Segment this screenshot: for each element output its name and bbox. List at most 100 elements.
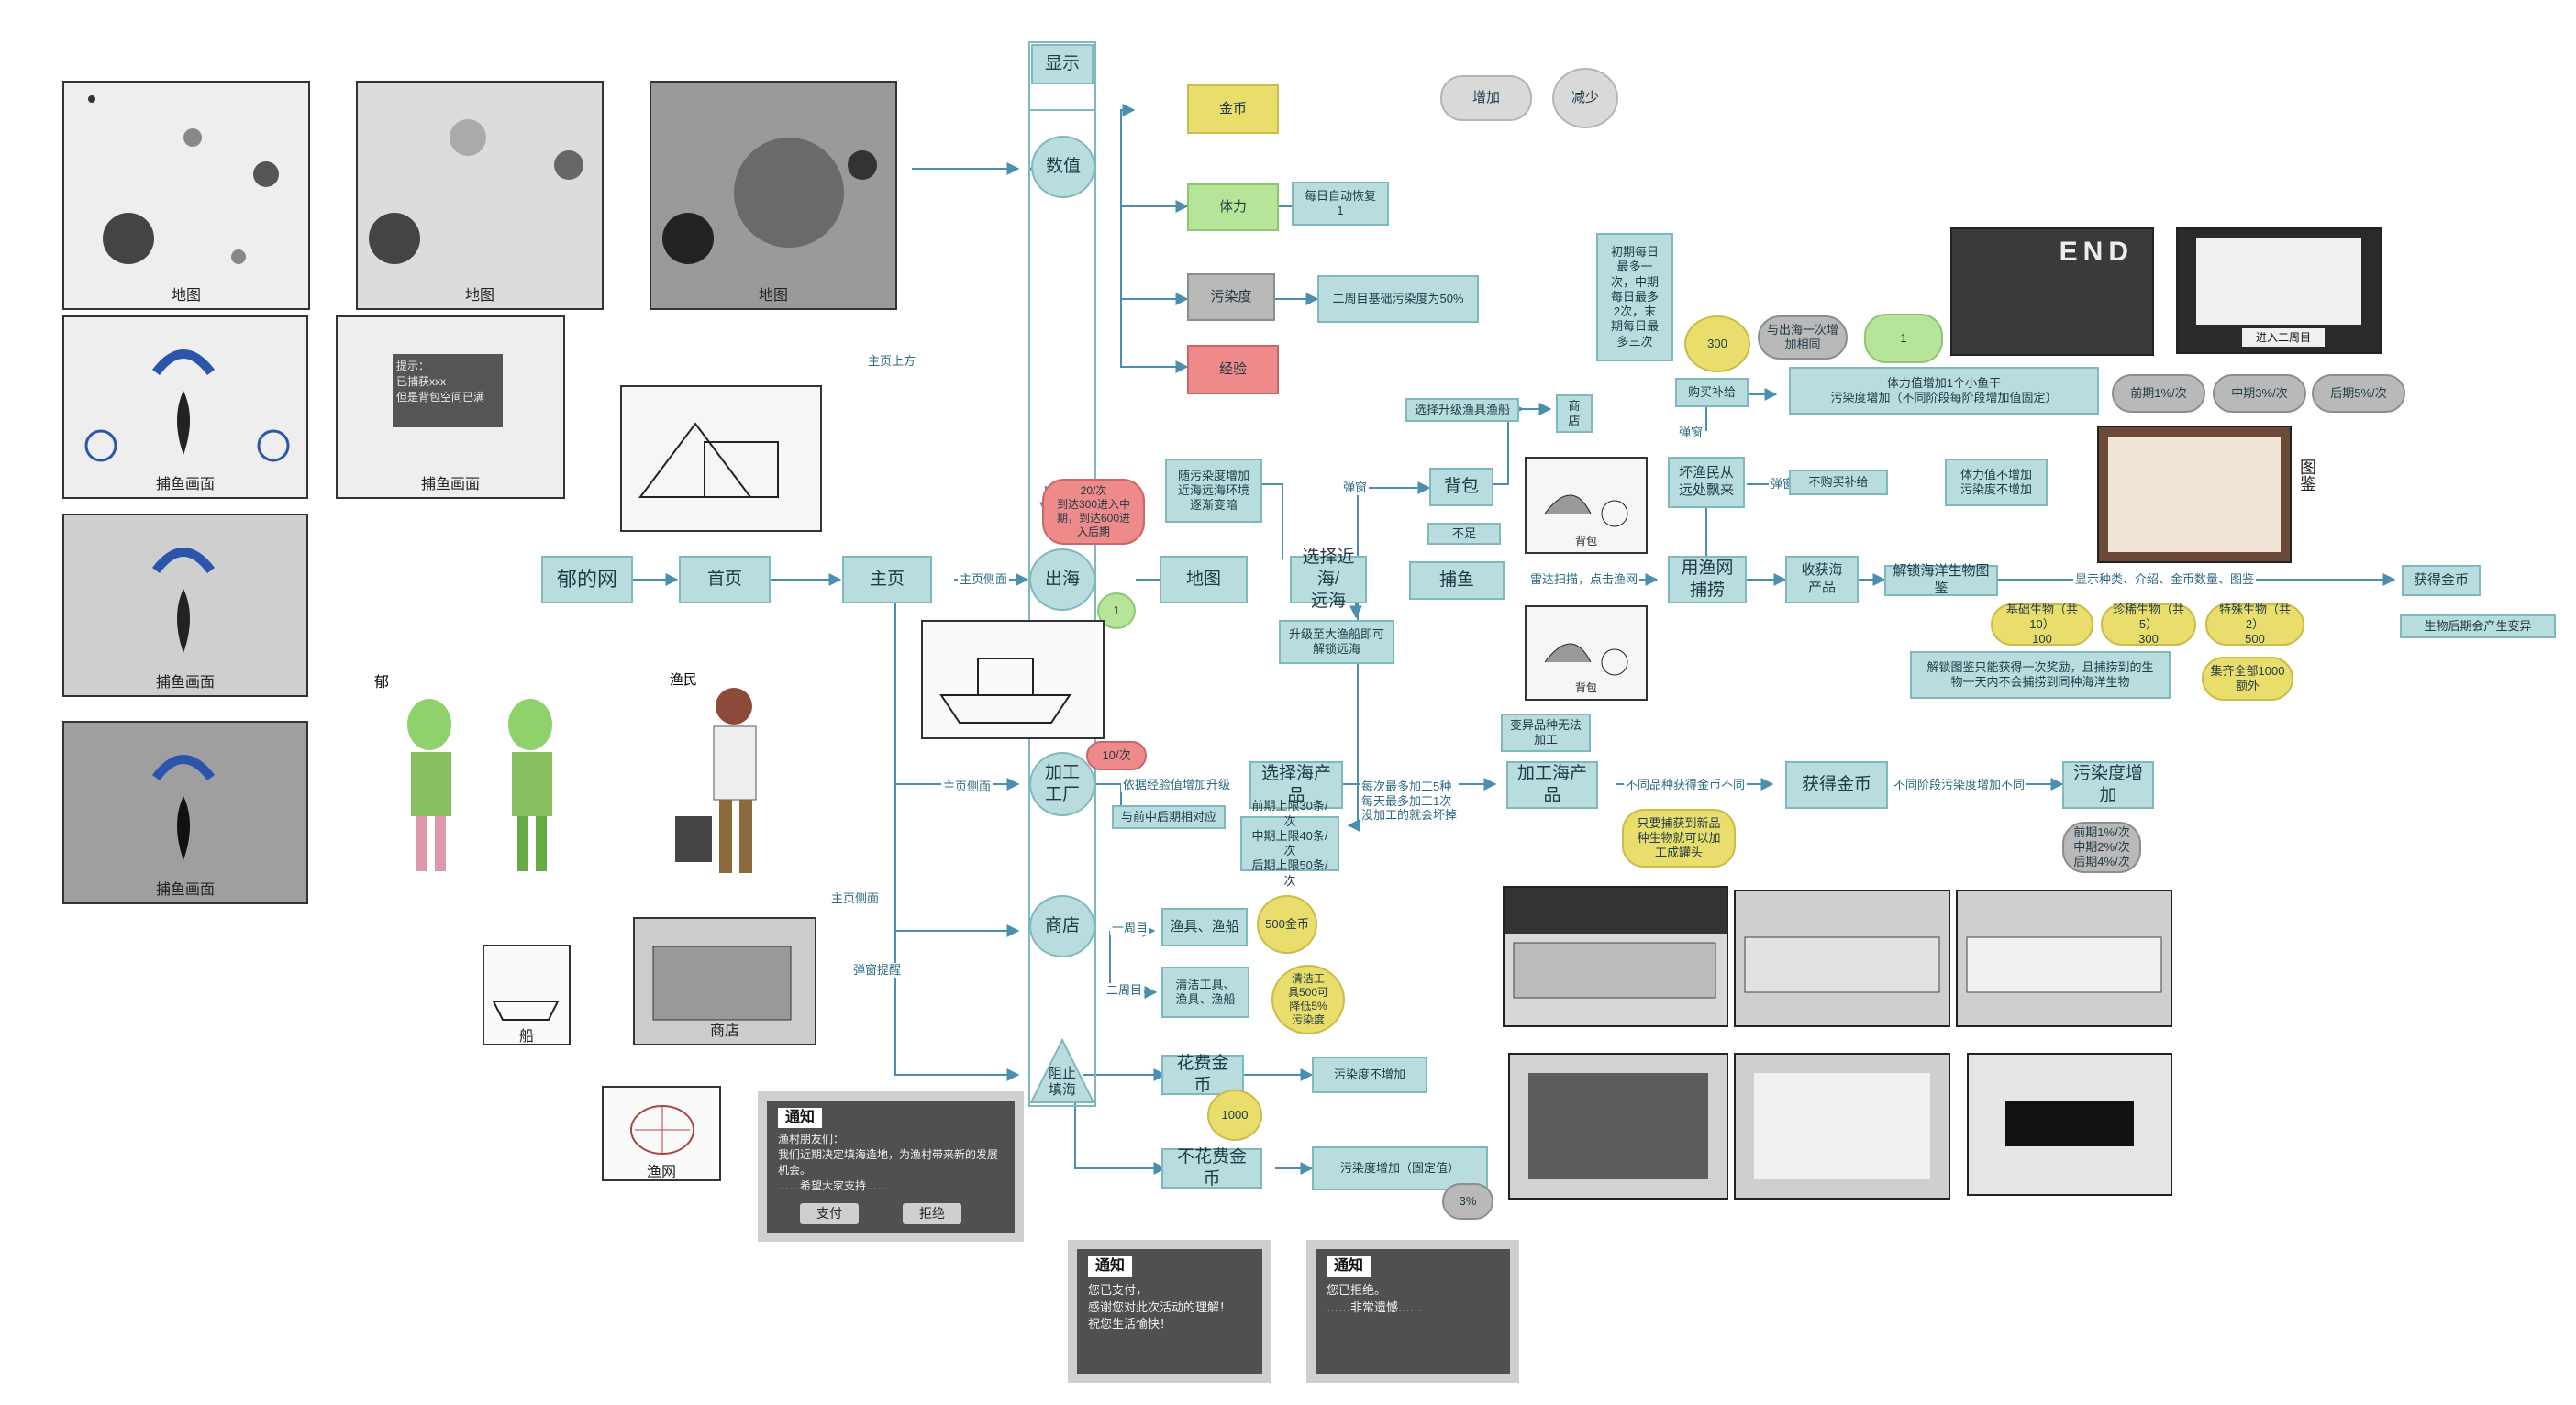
- node-chuqi: 初期每日 最多一 次，中期 每日最多 2次，末 期每日最 多三次: [1596, 233, 1673, 361]
- node-tese: 特殊生物（共2） 500: [2205, 603, 2304, 646]
- node-qzh: 前期1%/次 中期2%/次 后期4%/次: [2062, 822, 2141, 873]
- node-yuchuhai: 与出海一次增 加相同: [1758, 315, 1848, 360]
- node-shici: 10/次: [1086, 741, 1147, 770]
- notice-refused: 通知 您已拒绝。 ……非常遗憾……: [1306, 1240, 1519, 1383]
- label-tanchuang2: 弹窗: [1341, 481, 1370, 495]
- second-round-button[interactable]: 进入二周目: [2242, 328, 2325, 347]
- map-caption: 地图: [758, 288, 788, 304]
- node-qingjie: 清洁工具、 渔具、渔船: [1161, 967, 1249, 1018]
- node-zuzhi: 阻止 填海: [1048, 1066, 1076, 1098]
- boat-icon: [939, 658, 1071, 724]
- node-sanpct: 3%: [1442, 1183, 1493, 1220]
- node-shuzhi: 数值: [1031, 136, 1095, 198]
- fisherman-icon: [675, 688, 757, 873]
- label-butong: 不同品种获得金币不同: [1624, 778, 1748, 792]
- character-yumin: 渔民: [670, 669, 798, 890]
- second-round-screen: 进入二周目: [2176, 227, 2382, 354]
- node-huafei: 花费金币: [1161, 1054, 1244, 1095]
- map-sketch-2: 地图: [356, 81, 604, 310]
- node-zhuye: 主页: [842, 556, 932, 603]
- node-qingjiegj: 清洁工 具500可 降低5% 污染度: [1271, 965, 1345, 1034]
- map-icon: [369, 119, 583, 264]
- node-yuju: 渔具、渔船: [1161, 908, 1248, 946]
- label-yiju: 依据经验值增加升级: [1121, 778, 1233, 792]
- node-huode: 获得金币: [2402, 565, 2481, 596]
- label-zhuyeshang: 主页上方: [866, 354, 918, 369]
- notice-paid: 通知 您已支付， 感谢您对此次活动的理解！ 祝您生活愉快！: [1068, 1240, 1271, 1383]
- map-icon: [662, 138, 877, 264]
- tujian-book: [2097, 426, 2292, 563]
- map-sketch-3: 地图: [650, 81, 897, 310]
- factory-dialog-2: [1734, 1053, 1950, 1200]
- node-goumai: 购买补给: [1675, 378, 1749, 407]
- node-tilibu: 体力值不增加 污染度不增加: [1945, 459, 2048, 506]
- node-tiliz: 体力值增加1个小鱼干 污染度增加（不同阶段每阶段增加值固定）: [1789, 367, 2099, 415]
- fishing-sketch-2: 提示： 已捕获xxx 但是背包空间已满 捕鱼画面: [336, 315, 565, 499]
- label-yizhou: 一周目: [1110, 921, 1150, 935]
- legend-add: 增加: [1440, 75, 1532, 121]
- dialog-panel: [1754, 1073, 1930, 1179]
- node-wuranzjia: 污染度增加（固定值）: [1312, 1146, 1488, 1190]
- character-yumin-label: 渔民: [670, 672, 698, 688]
- bag-sketch: [620, 385, 822, 532]
- boat-icon: [84, 349, 290, 462]
- node-xuanzesj: 选择升级渔具渔船: [1405, 398, 1519, 422]
- refuse-button[interactable]: 拒绝: [903, 1202, 961, 1225]
- node-zhenxi: 珍稀生物（共5） 300: [2101, 603, 2196, 646]
- creature-icon: [1544, 494, 1628, 527]
- node-wangwang: 郁的网: [541, 556, 633, 603]
- node-xuanze: 选择近海/ 远海: [1290, 548, 1367, 611]
- node-jingyan: 经验: [1187, 345, 1279, 394]
- node-beibao: 背包: [1429, 468, 1493, 506]
- node-jiagong: 加工 工厂: [1029, 752, 1095, 816]
- node-bugou: 不购买补给: [1789, 470, 1888, 495]
- node-huodejb: 获得金币: [1785, 761, 1888, 809]
- node-tujian: 解锁海洋生物图鉴: [1884, 563, 1998, 596]
- legend-reduce: 减少: [1552, 68, 1618, 128]
- node-zuzhi-shape: 阻止 填海: [1029, 1037, 1095, 1104]
- node-houqi5: 后期5%/次: [2312, 374, 2405, 413]
- map-caption: 地图: [171, 288, 201, 304]
- backpack-caption: 背包: [1574, 681, 1597, 694]
- letter-paper: [2196, 238, 2361, 325]
- node-buhuafei: 不花费金币: [1161, 1147, 1262, 1189]
- factory-scene-2: [1734, 890, 1950, 1027]
- label-zhuyece: 主页侧面: [958, 572, 1010, 587]
- node-wubai: 500金币: [1257, 895, 1317, 954]
- character-yu-label: 郁: [374, 675, 390, 691]
- boat-icon: [152, 755, 215, 860]
- net-caption: 渔网: [646, 1165, 676, 1180]
- end-screen: END: [1950, 227, 2154, 356]
- node-huaiyumin: 坏渔民从 远处飘来: [1668, 457, 1745, 508]
- notice-body: 您已拒绝。 ……非常遗憾……: [1327, 1283, 1423, 1314]
- factory-icon: [1966, 936, 2162, 993]
- node-xuanzehai: 选择海产 品: [1249, 761, 1343, 809]
- node-jiagonghai: 加工海产 品: [1506, 761, 1598, 809]
- character-icon: [407, 699, 552, 871]
- fishing-sketch-1: 捕鱼画面: [62, 315, 308, 499]
- boat-sketch: 船: [483, 945, 571, 1045]
- node-erzhou: 二周目基础污染度为50%: [1317, 275, 1479, 323]
- fishing-caption: 捕鱼画面: [420, 477, 480, 492]
- node-jieso: 解锁图鉴只能获得一次奖励，且捕捞到的生 物一天内不会捕捞到同种海洋生物: [1910, 651, 2171, 699]
- factory-dialog-1: [1508, 1053, 1728, 1200]
- node-qianqi1: 前期1%/次: [2112, 374, 2205, 413]
- label-butongjd: 不同阶段污染度增加不同: [1892, 778, 2027, 792]
- end-caption: END: [2059, 237, 2134, 267]
- factory-dialog-3: [1967, 1053, 2172, 1196]
- bag-full-hint: 提示： 已捕获xxx 但是背包空间已满: [393, 354, 503, 427]
- notice-body: 渔村朋友们： 我们近期决定填海造地，为渔村带来新的发展机会。 ……希望大家支持……: [778, 1133, 999, 1192]
- label-tanchuang3: 弹窗: [1677, 426, 1705, 440]
- notice-body: 您已支付， 感谢您对此次活动的理解！ 祝您生活愉快！: [1088, 1283, 1232, 1331]
- shop-sketch: 商店: [633, 917, 816, 1045]
- node-xianshi: 显示: [1031, 44, 1094, 84]
- node-shangdian: 商店: [1029, 895, 1095, 957]
- label-erzhoumu: 二周目: [1105, 983, 1145, 998]
- backpack-sketch-1: 背包: [1525, 457, 1648, 554]
- pay-button[interactable]: 支付: [800, 1202, 859, 1225]
- node-shouye: 首页: [679, 556, 771, 603]
- character-yu: 郁: [374, 669, 585, 890]
- node-jichu: 基础生物（共10） 100: [1991, 603, 2093, 646]
- boat-icon: [492, 1001, 560, 1021]
- factory-icon: [1744, 936, 1940, 993]
